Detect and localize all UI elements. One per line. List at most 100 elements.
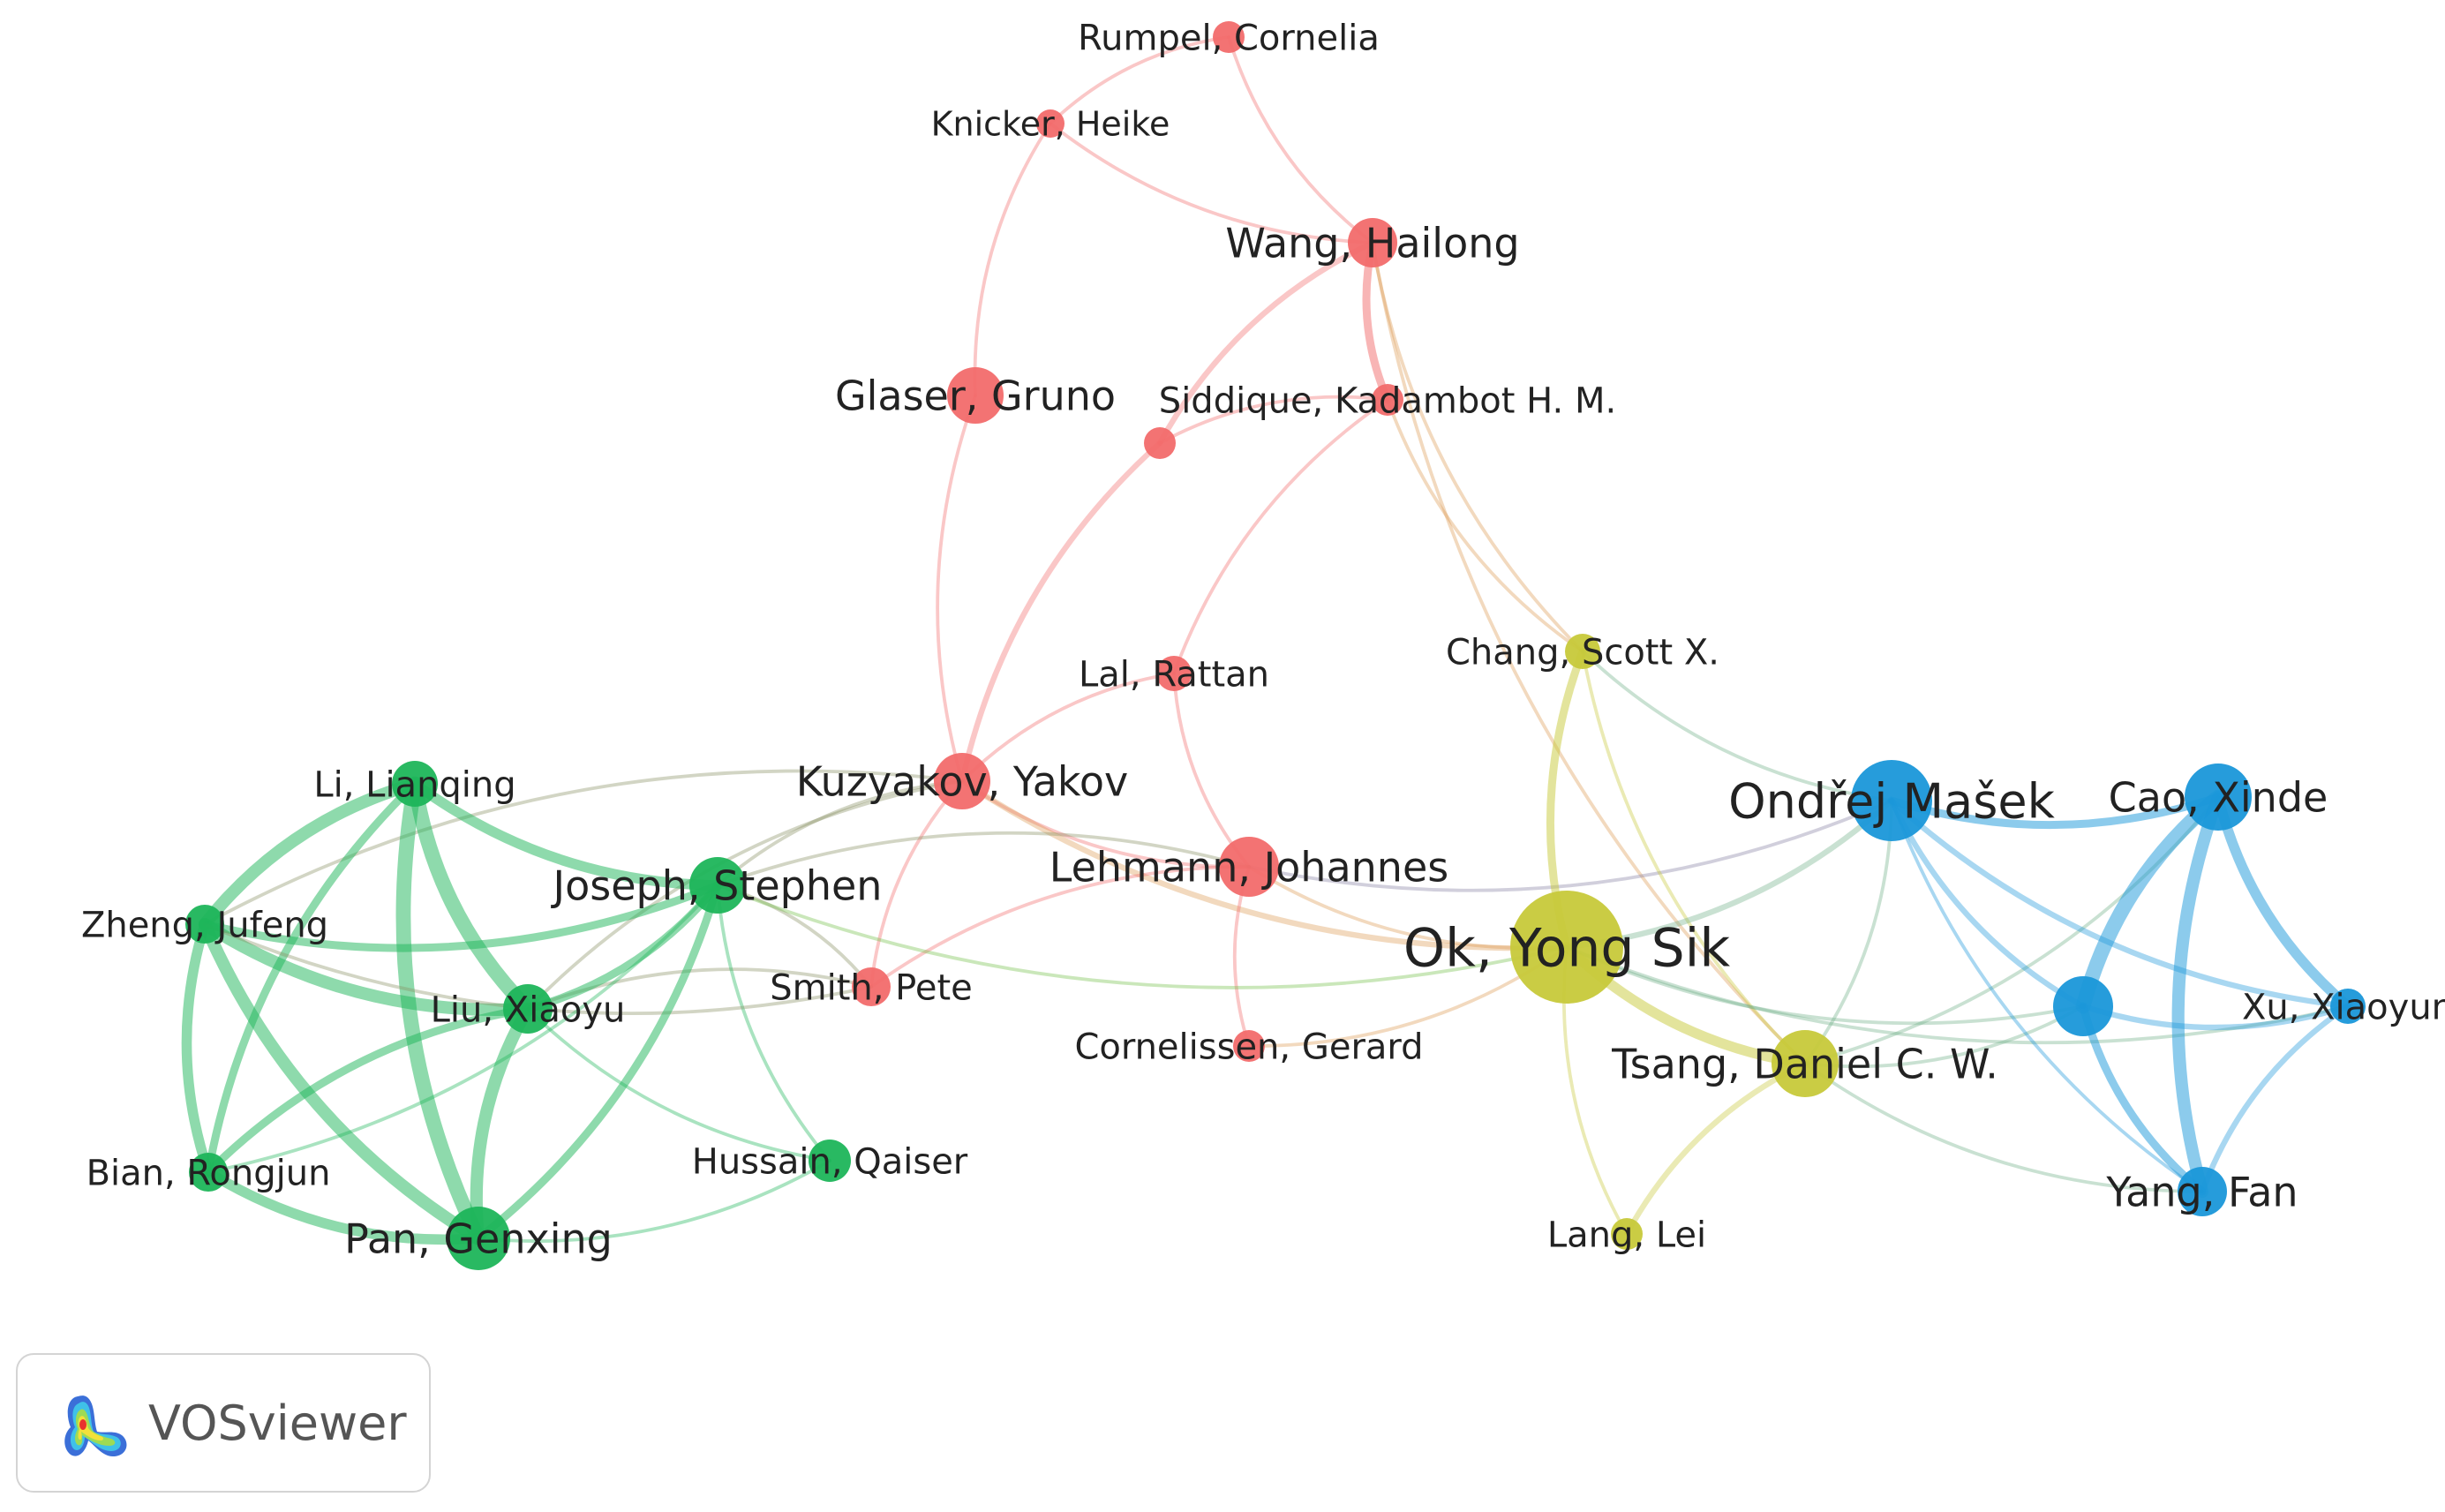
link-li-liu bbox=[407, 776, 536, 1017]
link-kuzyakov-smith bbox=[869, 779, 964, 989]
link-masek-unlabeled-blue bbox=[1888, 797, 2087, 1010]
node-siddique[interactable] bbox=[1372, 384, 1403, 416]
node-label-zheng: Zheng, Jufeng bbox=[81, 905, 328, 945]
vosviewer-logo-text: VOSviewer bbox=[148, 1395, 407, 1451]
link-masek-yang bbox=[1890, 799, 2204, 1193]
node-unlabeled-blue[interactable] bbox=[2053, 976, 2113, 1036]
link-zheng-joseph bbox=[200, 881, 722, 952]
link-rumpel-wang bbox=[1227, 35, 1374, 244]
node-label-cornelissen: Cornelissen, Gerard bbox=[1074, 1027, 1423, 1067]
link-wang-tsang bbox=[1371, 241, 1807, 1065]
link-wang-chang bbox=[1371, 241, 1584, 653]
link-zheng-liu bbox=[198, 917, 535, 1017]
link-joseph-hussain bbox=[716, 884, 831, 1162]
node-lang[interactable] bbox=[1611, 1218, 1643, 1250]
node-bian[interactable] bbox=[189, 1153, 228, 1192]
link-zheng-bian bbox=[181, 919, 214, 1177]
node-label-joseph: Joseph, Stephen bbox=[551, 862, 883, 910]
node-label-cao: Cao, Xinde bbox=[2109, 774, 2328, 822]
node-label-xu: Xu, Xiaoyun bbox=[2242, 987, 2445, 1027]
link-unlabeled-blue-xu bbox=[2080, 1003, 2351, 1031]
node-unlabeled-red[interactable] bbox=[1144, 427, 1176, 459]
node-rumpel[interactable] bbox=[1213, 21, 1245, 53]
node-label-li: Li, Lianqing bbox=[313, 764, 515, 805]
link-liu-joseph bbox=[523, 881, 722, 1013]
node-lal[interactable] bbox=[1156, 656, 1192, 691]
link-tsang-unlabeled-blue bbox=[1803, 1004, 2085, 1069]
node-pan[interactable] bbox=[447, 1207, 510, 1270]
node-label-pan: Pan, Genxing bbox=[344, 1215, 613, 1263]
node-tsang[interactable] bbox=[1772, 1030, 1839, 1097]
node-zheng[interactable] bbox=[185, 905, 224, 944]
vosviewer-logo: VOSviewer bbox=[16, 1353, 431, 1493]
node-label-wang: Wang, Hailong bbox=[1225, 220, 1519, 267]
links-layer bbox=[181, 35, 2353, 1246]
link-zheng-pan bbox=[198, 917, 485, 1245]
link-pan-hussain bbox=[477, 1159, 831, 1243]
link-lal-lehmann bbox=[1172, 672, 1251, 869]
link-siddique-chang bbox=[1386, 398, 1584, 653]
link-kuzyakov-joseph bbox=[716, 779, 964, 887]
link-knicker-glaser bbox=[973, 122, 1052, 397]
link-pan-joseph bbox=[474, 881, 722, 1243]
node-knicker[interactable] bbox=[1036, 109, 1065, 138]
link-cao-yang bbox=[2171, 790, 2225, 1199]
vosviewer-heatmap-icon bbox=[64, 1395, 127, 1456]
node-label-knicker: Knicker, Heike bbox=[931, 105, 1170, 144]
node-liu[interactable] bbox=[503, 984, 553, 1034]
node-hussain[interactable] bbox=[809, 1140, 851, 1182]
link-bian-pan bbox=[203, 1167, 484, 1245]
node-chang[interactable] bbox=[1565, 634, 1600, 669]
node-label-tsang: Tsang, Daniel C. W. bbox=[1611, 1041, 1998, 1088]
link-chang-masek bbox=[1581, 650, 1893, 802]
link-lehmann-joseph bbox=[716, 831, 1251, 887]
link-unlabeled-red-kuzyakov bbox=[959, 440, 1163, 785]
node-label-yang: Yang, Fan bbox=[2105, 1169, 2298, 1216]
link-lal-kuzyakov bbox=[960, 672, 1176, 783]
link-xu-yang bbox=[2199, 1003, 2351, 1195]
link-masek-cao bbox=[1887, 793, 2223, 830]
node-joseph[interactable] bbox=[689, 857, 746, 914]
link-li-zheng bbox=[198, 777, 422, 931]
node-label-liu: Liu, Xiaoyu bbox=[431, 989, 626, 1030]
node-glaser[interactable] bbox=[947, 367, 1004, 424]
link-kuzyakov-zheng bbox=[203, 769, 964, 926]
node-kuzyakov[interactable] bbox=[934, 753, 990, 809]
node-label-lal: Lal, Rattan bbox=[1079, 654, 1269, 695]
node-label-hussain: Hussain, Qaiser bbox=[692, 1141, 968, 1182]
link-tsang-lang bbox=[1623, 1060, 1809, 1237]
link-rumpel-knicker bbox=[1049, 35, 1230, 125]
node-label-lang: Lang, Lei bbox=[1547, 1215, 1706, 1255]
link-glaser-kuzyakov bbox=[936, 394, 977, 783]
node-yang[interactable] bbox=[2178, 1167, 2227, 1216]
link-joseph-ok bbox=[716, 884, 1569, 989]
link-kuzyakov-lehmann bbox=[960, 779, 1251, 869]
node-label-rumpel: Rumpel, Cornelia bbox=[1078, 18, 1380, 58]
node-smith[interactable] bbox=[852, 967, 891, 1006]
link-cao-xu bbox=[2213, 792, 2353, 1012]
nodes-layer bbox=[185, 21, 2366, 1270]
link-siddique-unlabeled-red bbox=[1158, 395, 1389, 445]
node-masek[interactable] bbox=[1851, 760, 1932, 841]
node-label-glaser: Glaser, Gruno bbox=[835, 372, 1116, 420]
node-label-kuzyakov: Kuzyakov, Yakov bbox=[796, 758, 1129, 806]
node-label-ok: Ok, Yong Sik bbox=[1403, 918, 1730, 980]
link-bian-joseph bbox=[207, 884, 719, 1174]
node-cao[interactable] bbox=[2185, 764, 2252, 831]
link-siddique-lal bbox=[1172, 398, 1389, 675]
node-label-bian: Bian, Rongjun bbox=[87, 1153, 331, 1193]
link-knicker-wang bbox=[1049, 122, 1374, 244]
link-li-joseph bbox=[410, 779, 723, 891]
node-li[interactable] bbox=[392, 761, 438, 807]
node-xu[interactable] bbox=[2330, 989, 2366, 1024]
node-label-smith: Smith, Pete bbox=[770, 967, 973, 1008]
node-cornelissen[interactable] bbox=[1233, 1030, 1265, 1062]
node-ok[interactable] bbox=[1510, 891, 1623, 1004]
node-wang[interactable] bbox=[1348, 218, 1397, 267]
link-liu-hussain bbox=[526, 1007, 831, 1162]
node-lehmann[interactable] bbox=[1219, 837, 1279, 897]
link-li-pan bbox=[395, 776, 486, 1246]
node-label-siddique: Siddique, Kadambot H. M. bbox=[1159, 380, 1616, 421]
